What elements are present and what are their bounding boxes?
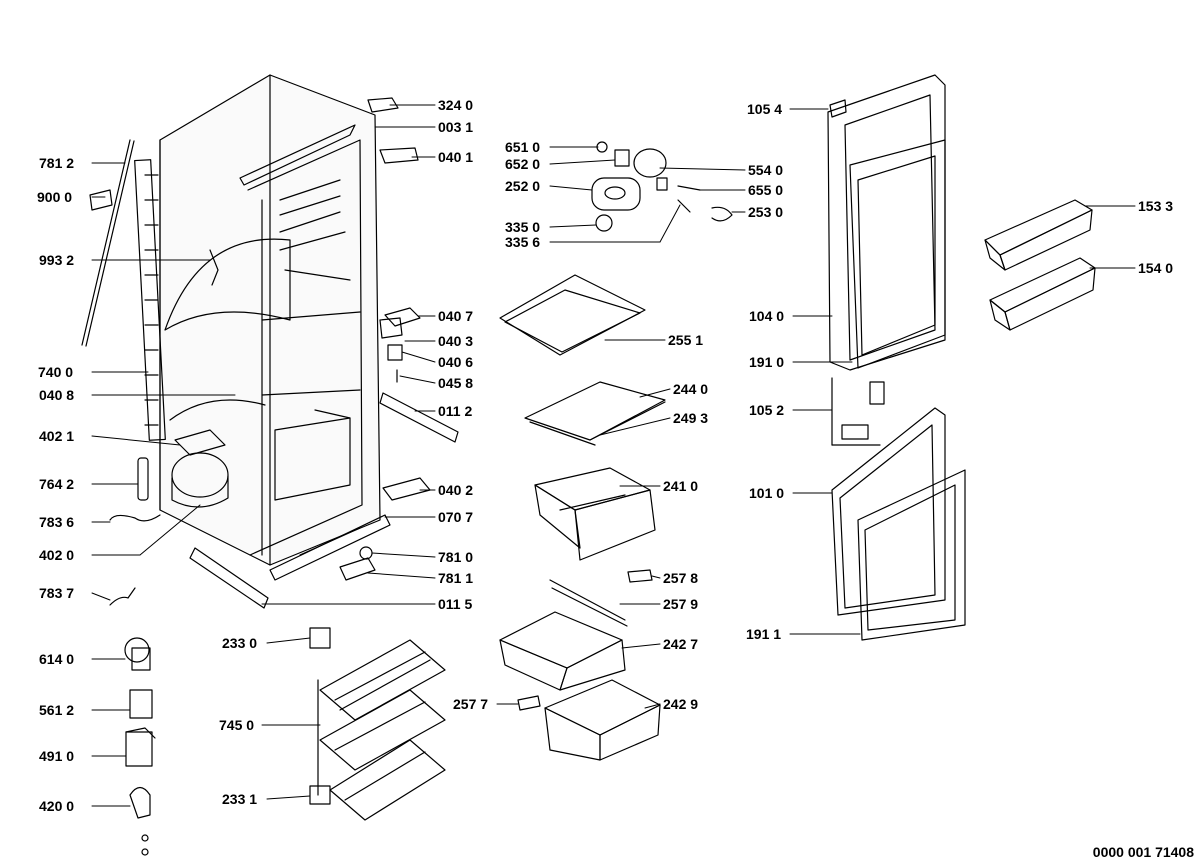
part-label: 764 2 <box>39 476 75 492</box>
part-label: 242 7 <box>663 636 699 652</box>
part-label: 255 1 <box>668 332 704 348</box>
part-label: 257 9 <box>663 596 699 612</box>
part-label: 233 1 <box>222 791 258 807</box>
door-bins-drawing <box>984 199 1096 331</box>
part-label: 652 0 <box>505 156 541 172</box>
part-label: 561 2 <box>39 702 75 718</box>
part-label: 783 6 <box>39 514 75 530</box>
part-label: 257 7 <box>453 696 489 712</box>
part-label: 040 1 <box>438 149 474 165</box>
part-label: 420 0 <box>39 798 75 814</box>
part-label: 993 2 <box>39 252 75 268</box>
part-label: 335 6 <box>505 234 541 250</box>
part-label: 040 3 <box>438 333 474 349</box>
part-label: 900 0 <box>37 189 73 205</box>
part-label: 257 8 <box>663 570 699 586</box>
part-label: 104 0 <box>749 308 785 324</box>
part-label: 040 6 <box>438 354 474 370</box>
part-label: 781 1 <box>438 570 474 586</box>
part-label: 003 1 <box>438 119 474 135</box>
part-label: 740 0 <box>38 364 74 380</box>
part-label: 191 1 <box>746 626 782 642</box>
part-label: 105 4 <box>747 101 783 117</box>
thermostat-drawing <box>591 141 733 232</box>
brackets-drawing <box>189 97 459 609</box>
cabinet-body-drawing <box>81 74 391 581</box>
part-label: 191 0 <box>749 354 785 370</box>
part-label: 324 0 <box>438 97 474 113</box>
part-label: 242 9 <box>663 696 699 712</box>
document-reference-number: 0000 001 71408 <box>1092 844 1194 860</box>
part-label: 040 8 <box>39 387 75 403</box>
part-label: 651 0 <box>505 139 541 155</box>
doors-drawing <box>827 74 966 641</box>
part-label: 614 0 <box>39 651 75 667</box>
part-label: 011 5 <box>438 596 473 612</box>
drawers-drawing <box>499 467 661 761</box>
part-label: 781 2 <box>39 155 75 171</box>
part-label: 402 1 <box>39 428 75 444</box>
part-label: 040 7 <box>438 308 474 324</box>
wire-baskets-drawing <box>309 627 446 821</box>
part-label: 249 3 <box>673 410 709 426</box>
part-label: 233 0 <box>222 635 258 651</box>
part-label: 070 7 <box>438 509 474 525</box>
part-label: 040 2 <box>438 482 474 498</box>
part-label: 244 0 <box>673 381 709 397</box>
leader-lines <box>91 104 1136 807</box>
compressor-drawing <box>109 429 229 606</box>
part-label: 253 0 <box>748 204 784 220</box>
part-label: 241 0 <box>663 478 699 494</box>
part-label: 011 2 <box>438 403 473 419</box>
part-label: 154 0 <box>1138 260 1174 276</box>
glass-shelves-drawing <box>499 274 666 446</box>
part-label: 783 7 <box>39 585 75 601</box>
part-label: 745 0 <box>219 717 255 733</box>
electrical-parts-drawing <box>89 189 219 856</box>
part-label: 554 0 <box>748 162 784 178</box>
part-label: 101 0 <box>749 485 785 501</box>
part-label: 491 0 <box>39 748 75 764</box>
part-label: 252 0 <box>505 178 541 194</box>
part-label: 781 0 <box>438 549 474 565</box>
part-label: 105 2 <box>749 402 785 418</box>
part-label: 045 8 <box>438 375 474 391</box>
part-label: 655 0 <box>748 182 784 198</box>
part-label: 335 0 <box>505 219 541 235</box>
part-label: 153 3 <box>1138 198 1174 214</box>
part-label: 402 0 <box>39 547 75 563</box>
